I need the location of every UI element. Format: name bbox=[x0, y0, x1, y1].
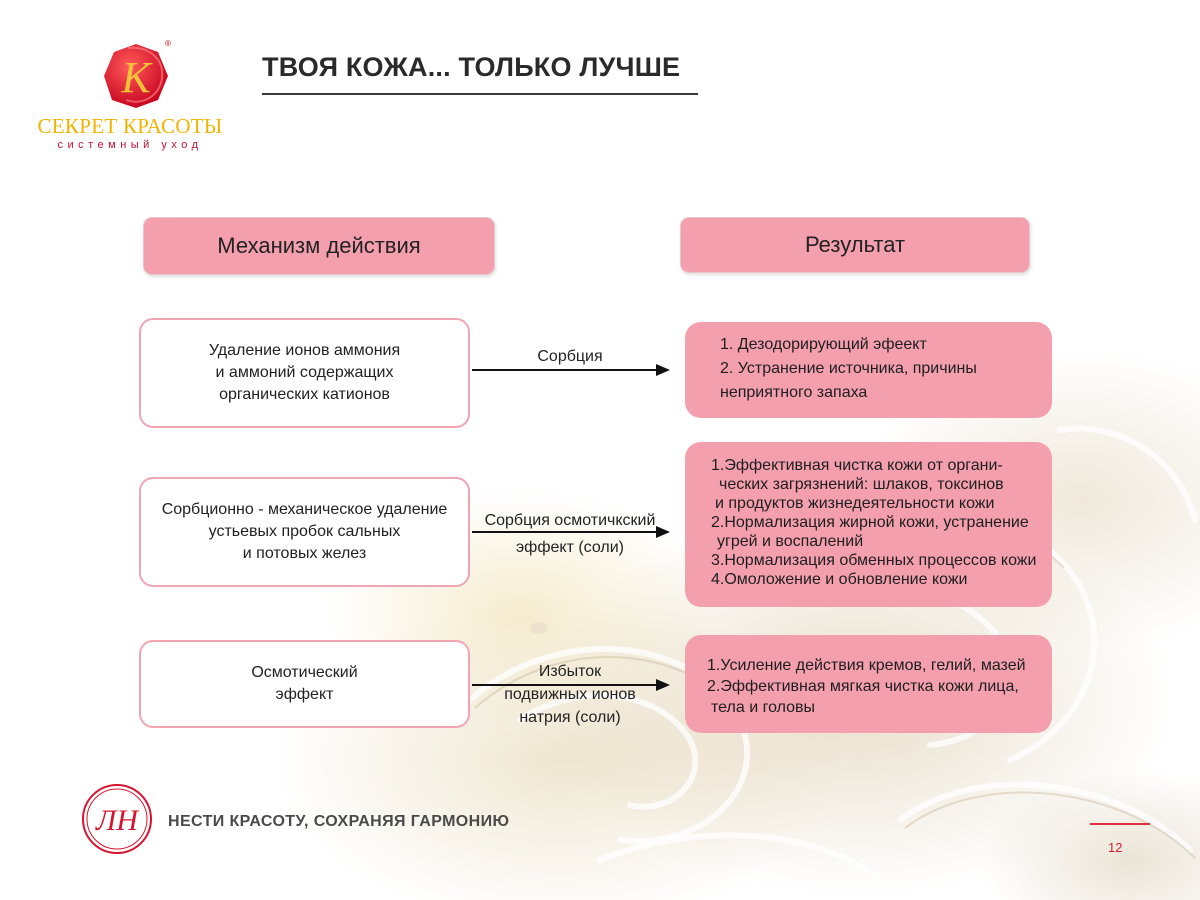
arrow-right-icon bbox=[472, 677, 672, 693]
result-line: и продуктов жизнедеятельности кожи bbox=[711, 494, 1052, 513]
result-line: 4.Омоложение и обновление кожи bbox=[711, 570, 1052, 589]
result-line: 1. Дезодорирующий эфеект bbox=[720, 334, 1052, 355]
mechanism-line: и аммоний содержащих bbox=[209, 362, 400, 384]
arrow-label-3: Избыток подвижных ионов натрия (соли) bbox=[490, 660, 650, 729]
result-line: ческих загрязнений: шлаков, токсинов bbox=[711, 475, 1052, 494]
monogram-logo-icon: ЛН bbox=[80, 782, 154, 856]
arrow-label-line: эффект (соли) bbox=[478, 537, 662, 559]
mechanism-line: эффект bbox=[251, 684, 357, 706]
mechanism-box-1: Удаление ионов аммония и аммоний содержа… bbox=[139, 318, 470, 428]
mechanism-line: и потовых желез bbox=[162, 543, 448, 565]
result-box-3: 1.Усиление действия кремов, гелий, мазей… bbox=[685, 635, 1052, 733]
result-header-label: Результат bbox=[805, 232, 905, 258]
result-line: 2.Эффективная мягкая чистка кожи лица, bbox=[707, 676, 1052, 697]
brand-name: СЕКРЕТ КРАСОТЫ bbox=[30, 114, 230, 139]
footer-slogan: НЕСТИ КРАСОТУ, СОХРАНЯЯ ГАРМОНИЮ bbox=[168, 813, 509, 831]
arrow-right-icon bbox=[472, 362, 672, 378]
mechanism-box-3: Осмотический эффект bbox=[139, 640, 470, 728]
mechanism-line: органических катионов bbox=[209, 384, 400, 406]
result-line: 1.Усиление действия кремов, гелий, мазей bbox=[707, 655, 1052, 676]
logo-letter: К bbox=[120, 53, 153, 102]
result-line: 3.Нормализация обменных процессов кожи bbox=[711, 551, 1052, 570]
mechanism-line: Сорбционно - механическое удаление bbox=[162, 499, 448, 521]
brand-emblem-icon: К ® bbox=[98, 38, 174, 114]
result-line: неприятного запаха bbox=[720, 382, 1052, 403]
arrow-label-line: натрия (соли) bbox=[490, 706, 650, 729]
result-line: тела и головы bbox=[707, 697, 1052, 718]
result-box-2: 1.Эффективная чистка кожи от органи- чес… bbox=[685, 442, 1052, 607]
mechanism-line: Удаление ионов аммония bbox=[209, 340, 400, 362]
result-line: 2. Устранение источника, причины bbox=[720, 358, 1052, 379]
result-header: Результат bbox=[680, 217, 1030, 273]
page-number: 12 bbox=[1108, 840, 1122, 855]
brand-tagline: системный уход bbox=[30, 139, 230, 151]
title-underline bbox=[262, 93, 698, 95]
mechanism-line: Осмотический bbox=[251, 662, 357, 684]
mechanism-box-2: Сорбционно - механическое удаление устье… bbox=[139, 477, 470, 587]
monogram-text: ЛН bbox=[95, 804, 140, 837]
mechanism-line: устьевых пробок сальных bbox=[162, 521, 448, 543]
mechanism-header: Механизм действия bbox=[143, 217, 495, 275]
registered-mark: ® bbox=[165, 39, 171, 48]
result-line: 2.Нормализация жирной кожи, устранение bbox=[711, 513, 1052, 532]
mechanism-header-label: Механизм действия bbox=[217, 233, 420, 259]
result-box-1: 1. Дезодорирующий эфеект 2. Устранение и… bbox=[685, 322, 1052, 418]
result-line: 1.Эффективная чистка кожи от органи- bbox=[711, 456, 1052, 475]
page-number-rule bbox=[1090, 823, 1150, 825]
page-title: ТВОЯ КОЖА... ТОЛЬКО ЛУЧШЕ bbox=[262, 52, 680, 83]
result-line: угрей и воспалений bbox=[711, 532, 1052, 551]
arrow-right-icon bbox=[472, 524, 672, 540]
